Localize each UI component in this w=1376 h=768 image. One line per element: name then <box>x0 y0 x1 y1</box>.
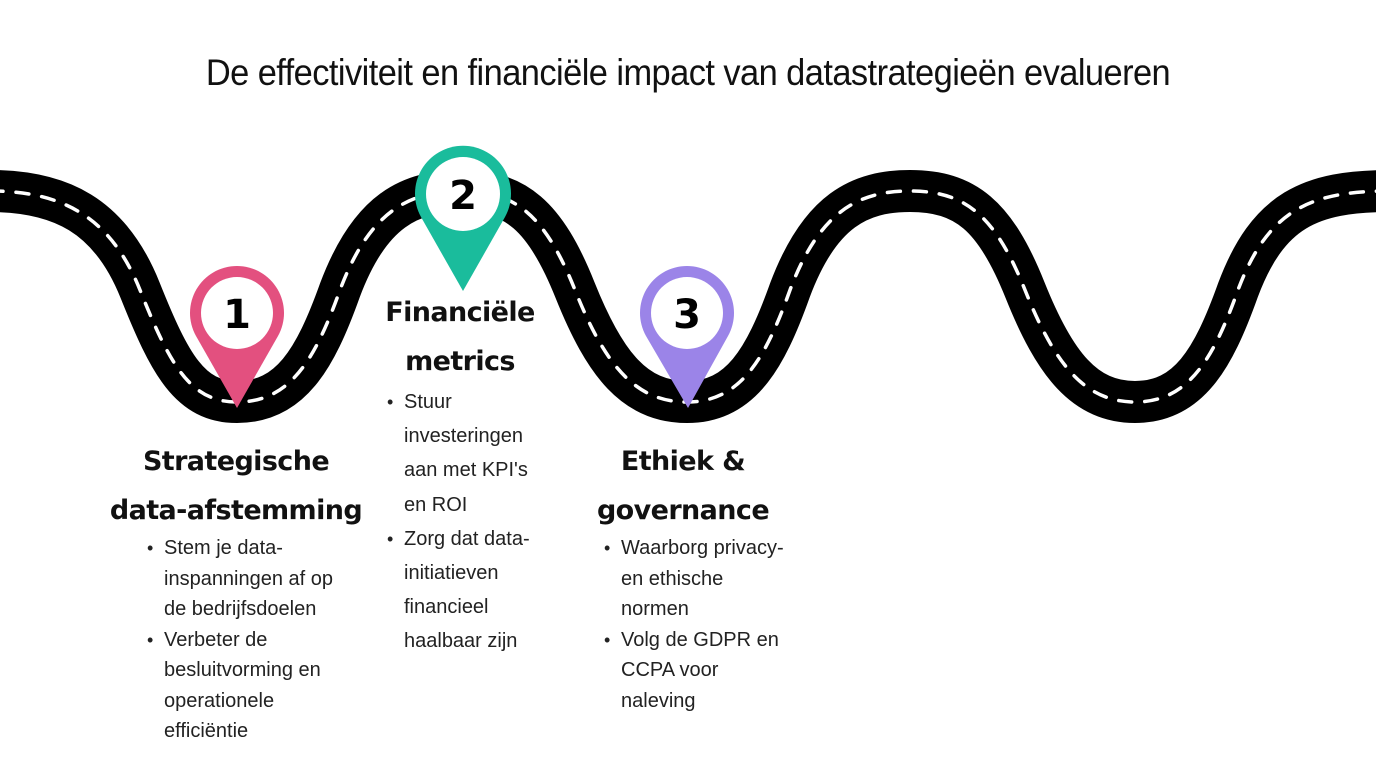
bullet-line: en ROI <box>404 493 468 516</box>
pin-1-number: 1 <box>223 292 251 338</box>
bullet-line: Volg de GDPR en <box>621 628 779 651</box>
bullet-line: financieel <box>404 596 489 619</box>
bullet-line: inspanningen af op <box>164 567 334 590</box>
step-2-heading-line2: metrics <box>405 346 515 377</box>
bullet-line: Zorg dat data- <box>404 527 530 550</box>
bullet-line: operationele <box>164 689 275 712</box>
step-3-heading-line1: Ethiek & <box>620 446 746 477</box>
bullet-line: Stuur <box>404 391 452 413</box>
bullet-line: besluitvorming en <box>164 659 321 681</box>
bullet-line: aan met KPI's <box>404 459 528 482</box>
step-1-bullet-2: Verbeter de besluitvorming en operatione… <box>147 625 348 747</box>
step-2-bullet-2: Zorg dat data- initiatieven financieel h… <box>387 522 548 659</box>
bullet-line: Verbeter de <box>164 628 268 651</box>
step-2-bullet-list: Stuur investeringen aan met KPI's en ROI… <box>387 385 548 659</box>
step-3-heading-line2: governance <box>596 495 770 526</box>
pin-2-number: 2 <box>449 173 477 219</box>
bullet-line: en ethische <box>621 567 724 590</box>
bullet-line: CCPA voor <box>621 659 719 682</box>
map-pin-2-icon: 2 <box>415 145 511 291</box>
step-1-bullet-1: Stem je data- inspanningen af op de bedr… <box>147 533 348 625</box>
step-1-heading-line1: Strategische <box>142 446 330 477</box>
step-1-heading: Strategische data-afstemming <box>86 437 386 535</box>
page-title: De effectiviteit en financiële impact va… <box>205 52 1171 93</box>
step-3-bullet-2: Volg de GDPR en CCPA voor naleving <box>604 625 795 717</box>
step-3-bullet-1: Waarborg privacy- en ethische normen <box>604 533 795 625</box>
step-2-bullet-1: Stuur investeringen aan met KPI's en ROI <box>387 385 548 522</box>
step-2-heading: Financiële metrics <box>360 288 560 386</box>
bullet-line: efficiëntie <box>164 720 249 742</box>
step-1-heading-line2: data-afstemming <box>109 495 363 526</box>
bullet-line: investeringen <box>404 425 523 448</box>
map-pin-3-icon: 3 <box>640 266 734 408</box>
step-1-bullet-list: Stem je data- inspanningen af op de bedr… <box>147 533 348 747</box>
map-pin-1-icon: 1 <box>190 266 284 408</box>
bullet-line: Stem je data- <box>164 537 283 559</box>
bullet-line: initiatieven <box>404 562 499 585</box>
step-2-heading-line1: Financiële <box>385 297 535 328</box>
bullet-line: Waarborg privacy- <box>621 537 784 559</box>
bullet-line: de bedrijfsdoelen <box>164 598 317 620</box>
bullet-line: naleving <box>621 689 696 712</box>
step-3-bullet-list: Waarborg privacy- en ethische normen Vol… <box>604 533 795 717</box>
step-3-heading: Ethiek & governance <box>573 437 793 535</box>
bullet-line: normen <box>621 598 689 621</box>
pin-3-number: 3 <box>673 292 701 338</box>
bullet-line: haalbaar zijn <box>404 630 518 653</box>
